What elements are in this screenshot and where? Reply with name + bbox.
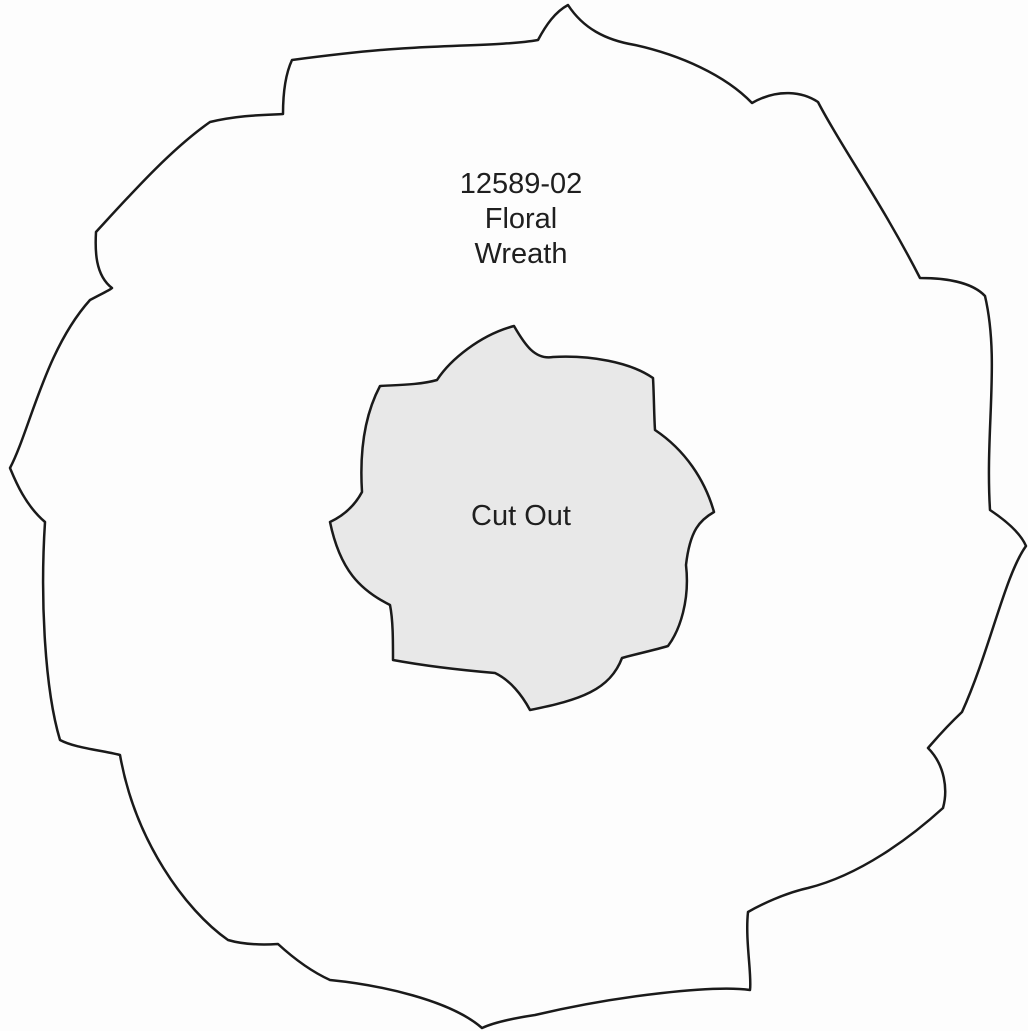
cutout-label: Cut Out — [471, 500, 571, 532]
cutout-shape — [328, 324, 716, 712]
template-code: 12589-02 — [460, 168, 583, 200]
template-name-line1: Floral — [485, 203, 558, 235]
template-name-line2: Wreath — [475, 238, 568, 270]
